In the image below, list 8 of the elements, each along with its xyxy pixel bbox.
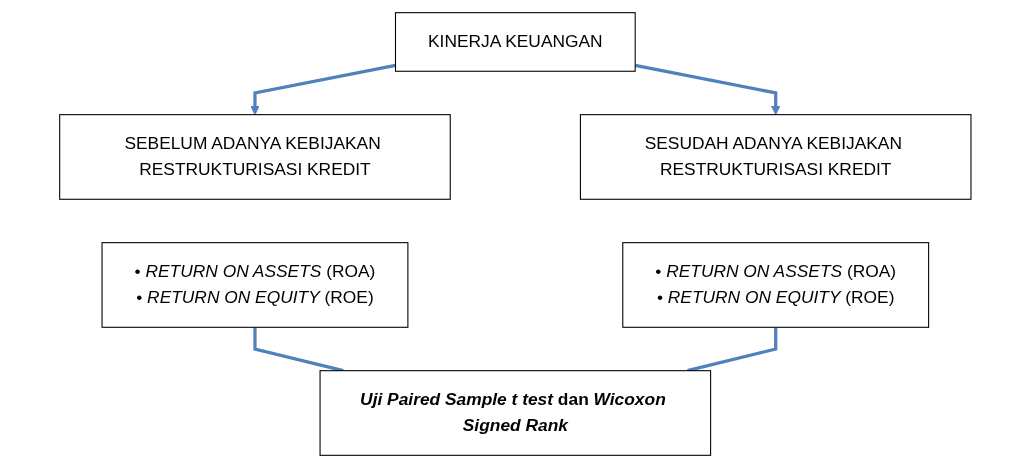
node-box: • RETURN ON ASSETS (ROA) • RETURN ON EQUITY (ROE) <box>621 242 929 328</box>
node-box: SESUDAH ADANYA KEBIJAKAN RESTRUKTURISASI KREDIT <box>579 114 972 200</box>
node-box: Uji Paired Sample t test dan Wicoxon Signed Rank <box>319 370 711 456</box>
arrow <box>634 63 781 116</box>
arrow <box>249 63 396 116</box>
node-box: KINERJA KEUANGAN <box>394 12 636 72</box>
node-box: • RETURN ON ASSETS (ROA) • RETURN ON EQUITY (ROE) <box>101 242 409 328</box>
node-box: SEBELUM ADANYA KEBIJAKAN RESTRUKTURISASI KREDIT <box>58 114 451 200</box>
